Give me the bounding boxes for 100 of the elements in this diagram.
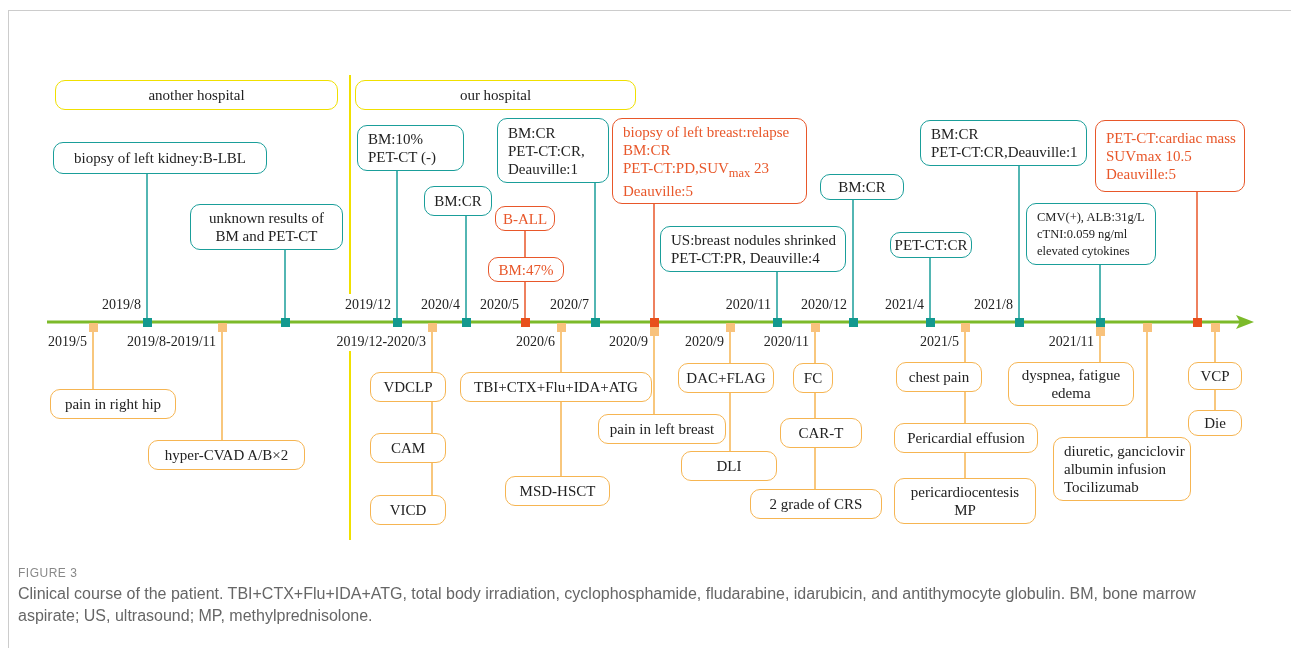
event-box <box>370 433 446 463</box>
event-box <box>495 206 555 231</box>
event-box <box>53 142 267 174</box>
box-text: MP <box>954 501 976 519</box>
event-box <box>1053 437 1191 501</box>
event-box <box>505 476 610 506</box>
hospital-label <box>55 80 338 110</box>
box-text: VCP <box>1200 367 1230 385</box>
box-text: chest pain <box>908 368 970 386</box>
timeline-marker <box>1095 327 1105 336</box>
box-text: pain in right hip <box>64 395 162 413</box>
leader-line <box>396 170 398 319</box>
box-text: another hospital <box>148 86 245 104</box>
box-text: unknown results of BM and PET-CT <box>208 209 325 245</box>
event-box <box>894 423 1038 453</box>
box-text: dyspnea, fatigue <box>1021 366 1121 384</box>
box-text: biopsy of left kidney:B-LBL <box>73 149 247 167</box>
leader-line <box>964 452 966 479</box>
event-box <box>190 204 343 250</box>
event-box <box>1095 120 1245 192</box>
box-text: DAC+FLAG <box>686 369 766 387</box>
date-label: 2019/5 <box>48 334 87 350</box>
event-box <box>678 363 774 393</box>
event-box <box>660 226 846 272</box>
timeline-marker <box>556 323 566 332</box>
timeline-marker <box>1192 318 1202 327</box>
box-text: PET-CT:CR, <box>508 141 585 160</box>
event-box <box>148 440 305 470</box>
leader-line <box>560 401 562 477</box>
box-text: Deauville:1 <box>508 159 578 178</box>
date-label: 2020/4 <box>421 297 460 313</box>
box-text: biopsy of left breast:relapse <box>623 122 790 141</box>
box-text: PET-CT:PD,SUV$_{max}$ 23 <box>623 158 770 182</box>
leader-line <box>594 182 596 319</box>
event-box <box>598 414 726 444</box>
timeline-marker <box>848 318 858 327</box>
leader-line <box>929 257 931 319</box>
box-text: PET-CT (-) <box>368 148 436 166</box>
timeline-marker <box>960 323 970 332</box>
leader-line <box>431 401 433 434</box>
timeline-marker <box>217 323 227 332</box>
box-text: CMV(+), ALB:31g/L <box>1037 208 1145 226</box>
event-box <box>896 362 982 392</box>
box-text: elevated cytokines <box>1037 242 1130 260</box>
leader-line <box>1018 165 1020 319</box>
box-text: MSD-HSCT <box>519 482 596 500</box>
date-label: 2021/11 <box>1048 334 1094 350</box>
leader-line <box>729 331 731 364</box>
box-text: TBI+CTX+Flu+IDA+ATG <box>474 378 638 396</box>
date-label: 2019/8 <box>102 297 141 313</box>
date-label: 2019/12 <box>345 297 391 313</box>
date-label: 2020/9 <box>685 334 724 350</box>
figure-label: FIGURE 3 <box>18 566 78 580</box>
date-label: 2020/12 <box>801 297 847 313</box>
date-label: 2020/5 <box>480 297 519 313</box>
box-text: BM:CR <box>623 140 671 159</box>
event-box <box>497 118 609 183</box>
leader-line <box>92 331 94 390</box>
box-text: PET-CT:cardiac mass <box>1106 129 1236 147</box>
timeline-marker <box>772 318 782 327</box>
timeline-marker <box>1014 318 1024 327</box>
event-box <box>1008 362 1134 406</box>
event-box <box>681 451 777 481</box>
leader-line <box>1099 264 1101 319</box>
box-text: PET-CT:CR,Deauville:1 <box>931 143 1078 161</box>
timeline-marker <box>590 318 600 327</box>
box-text: US:breast nodules shrinked <box>671 231 836 249</box>
box-text: BM:CR <box>931 125 979 143</box>
box-text: BM:CR <box>508 123 556 142</box>
timeline-marker <box>810 323 820 332</box>
leader-line <box>524 281 526 319</box>
leader-line <box>1146 331 1148 438</box>
leader-line <box>431 462 433 496</box>
box-text: SUVmax 10.5 <box>1106 147 1192 165</box>
box-text: 2 grade of CRS <box>769 495 863 513</box>
leader-line <box>964 331 966 363</box>
date-label: 2021/8 <box>974 297 1013 313</box>
box-text: Tocilizumab <box>1064 478 1139 496</box>
box-text: CAR-T <box>798 424 844 442</box>
box-text: PET-CT:CR <box>894 236 968 254</box>
box-text: albumin infusion <box>1064 460 1167 478</box>
box-text: VDCLP <box>383 378 433 396</box>
box-text: our hospital <box>459 86 532 104</box>
box-text: Pericardial effusion <box>907 429 1025 447</box>
event-box <box>1188 362 1242 390</box>
event-box <box>750 489 882 519</box>
leader-line <box>814 392 816 419</box>
event-box <box>894 478 1036 524</box>
box-text: Deauville:5 <box>623 181 693 200</box>
box-text: BM:47% <box>498 260 554 279</box>
timeline-marker <box>392 318 402 327</box>
date-label: 2020/11 <box>725 297 771 313</box>
box-text: BM:10% <box>368 130 423 148</box>
date-label: 2019/12-2020/3 <box>336 334 426 350</box>
timeline-marker <box>142 318 152 327</box>
hospital-label <box>355 80 636 110</box>
timeline-marker <box>280 318 290 327</box>
leader-line <box>284 249 286 319</box>
leader-line <box>221 331 223 441</box>
timeline-marker <box>925 318 935 327</box>
